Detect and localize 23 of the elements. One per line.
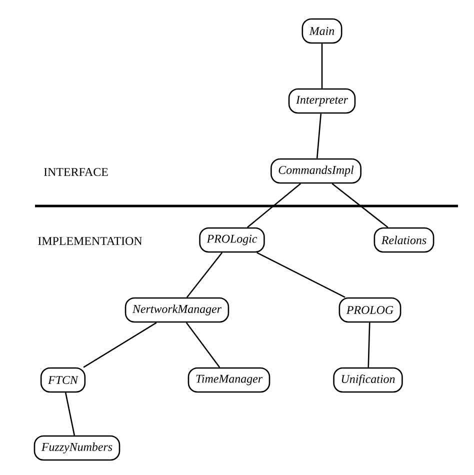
connector-line: [316, 114, 322, 158]
connector-line: [321, 44, 323, 88]
module-box: PROLOG: [338, 297, 402, 323]
module-box: Main: [302, 18, 342, 44]
section-label: IMPLEMENTATION: [38, 236, 142, 245]
module-box: FuzzyNumbers: [34, 435, 120, 461]
connector-line: [64, 392, 76, 436]
connector-line: [256, 252, 346, 298]
module-box: FTCN: [40, 367, 86, 393]
module-box: CommandsImpl: [270, 158, 362, 184]
connector-line: [368, 322, 370, 368]
module-box: Interpreter: [288, 88, 356, 114]
module-box: PROLogic: [199, 227, 265, 253]
connector-line: [186, 252, 223, 298]
module-box: Unification: [333, 367, 403, 393]
connector-line: [332, 183, 388, 228]
module-box: NertworkManager: [124, 297, 230, 323]
connector-line: [186, 322, 220, 368]
section-label: INTERFACE: [44, 168, 108, 176]
connector-line: [246, 183, 302, 228]
module-box: Relations: [374, 227, 434, 253]
module-box: TimeManager: [188, 367, 270, 393]
connector-line: [83, 322, 157, 368]
